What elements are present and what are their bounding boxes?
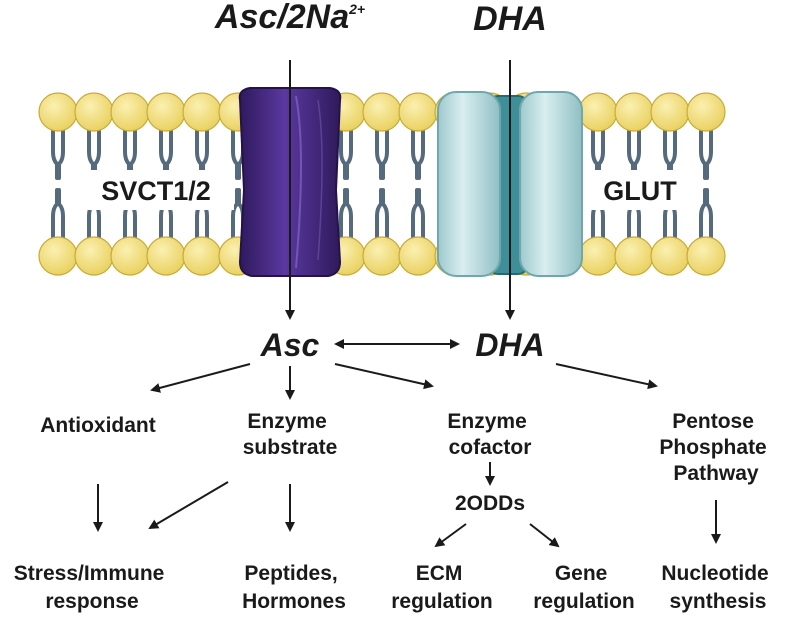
arrow-to-antioxidant: [150, 363, 251, 393]
lipid-head: [398, 236, 438, 276]
lipid-tail: [159, 126, 167, 180]
lipid-tail: [51, 126, 59, 180]
lipid-tail: [699, 188, 707, 242]
lipid-head: [182, 92, 222, 132]
lipid-tail: [591, 126, 599, 180]
nucleotide-synthesis-label: Nucleotide synthesis: [661, 562, 774, 613]
enzyme-cofactor-label: Enzyme cofactor: [447, 410, 532, 459]
lipid-head: [614, 236, 654, 276]
lipid-tail: [345, 188, 353, 242]
lipid-tail: [345, 126, 353, 180]
gene-regulation-label: Gene regulation: [533, 562, 635, 613]
lipid-head: [182, 236, 222, 276]
arrow-substrate-to-stress: [148, 481, 229, 530]
lipid-head: [362, 236, 402, 276]
arrow-to-ppp: [555, 363, 658, 390]
peptides-hormones-label: Peptides, Hormones: [242, 562, 346, 613]
glut-label-group: GLUT: [586, 170, 696, 210]
enzyme-substrate-label: Enzyme substrate: [243, 410, 338, 459]
lipid-tail: [669, 126, 677, 180]
lipid-head: [614, 92, 654, 132]
ecm-regulation-label: ECM regulation: [391, 562, 493, 613]
lipid-tail: [597, 126, 605, 180]
pentose-phosphate-pathway-label: Pentose Phosphate Pathway: [659, 410, 772, 485]
svct-label-group: SVCT1/2: [78, 170, 234, 210]
lipid-tail: [129, 126, 137, 180]
dha-extracellular-label: DHA: [473, 0, 547, 38]
lipid-head: [38, 92, 78, 132]
lipid-head: [38, 236, 78, 276]
lipid-head: [74, 236, 114, 276]
lipid-head: [650, 236, 690, 276]
lipid-tail: [705, 126, 713, 180]
lipid-head: [110, 236, 150, 276]
lipid-head: [110, 92, 150, 132]
lipid-tail: [195, 126, 203, 180]
asc-extracellular-label: Asc/2Na2+: [214, 0, 365, 36]
lipid-tail: [165, 126, 173, 180]
lipid-head: [650, 92, 690, 132]
lipid-head: [362, 92, 402, 132]
lipid-tail: [411, 126, 419, 180]
arrow-to-enzyme-cofactor: [334, 363, 434, 390]
lipid-tail: [51, 188, 59, 242]
lipid-tail: [375, 126, 383, 180]
arrow-2odds-to-gene: [529, 523, 560, 548]
arrow-2odds-to-ecm: [434, 523, 467, 548]
lipid-tail: [411, 188, 419, 242]
lipid-tail: [339, 188, 347, 242]
lipid-head: [146, 92, 186, 132]
lipid-tail: [381, 188, 389, 242]
lipid-tail: [381, 126, 389, 180]
lipid-head: [686, 92, 726, 132]
lipid-tail: [231, 126, 239, 180]
asc-intracellular-label: Asc: [260, 327, 320, 363]
lipid-head: [578, 236, 618, 276]
lipid-tail: [87, 126, 95, 180]
glut-label: GLUT: [603, 176, 677, 206]
lipid-tail: [57, 188, 65, 242]
lipid-tail: [705, 188, 713, 242]
antioxidant-label: Antioxidant: [40, 414, 156, 437]
lipid-tail: [627, 126, 635, 180]
lipid-tail: [123, 126, 131, 180]
glut-transporter: [437, 91, 583, 277]
lipid-tail: [417, 126, 425, 180]
lipid-head: [146, 236, 186, 276]
svct-label: SVCT1/2: [101, 176, 211, 206]
lipid-tail: [633, 126, 641, 180]
lipid-tail: [663, 126, 671, 180]
lipid-tail: [375, 188, 383, 242]
lipid-head: [398, 92, 438, 132]
2odds-label: 2ODDs: [455, 492, 525, 515]
lipid-head: [686, 236, 726, 276]
lipid-tail: [57, 126, 65, 180]
lipid-head: [74, 92, 114, 132]
lipid-head: [578, 92, 618, 132]
lipid-tail: [93, 126, 101, 180]
dha-intracellular-label: DHA: [475, 327, 544, 363]
lipid-tail: [417, 188, 425, 242]
lipid-tail: [699, 126, 707, 180]
stress-immune-response-label: Stress/Immune response: [14, 562, 170, 613]
lipid-tail: [339, 126, 347, 180]
lipid-tail: [201, 126, 209, 180]
